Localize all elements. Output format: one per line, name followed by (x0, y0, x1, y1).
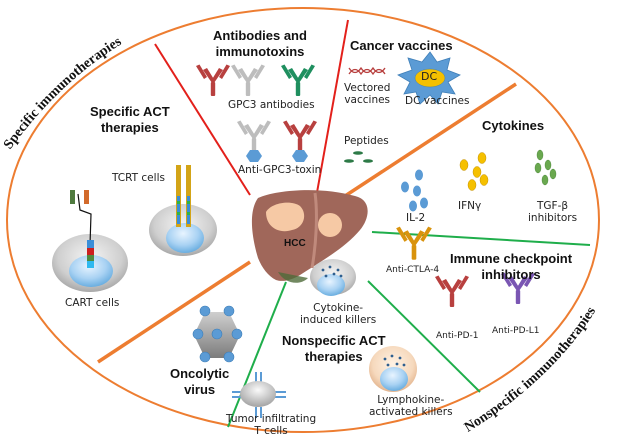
liver-hcc (251, 190, 368, 283)
peptides-label: Peptides (344, 135, 389, 147)
anti-gpc3-toxin-label: Anti-GPC3-toxin (238, 164, 322, 176)
gpc3-antibody-red (196, 64, 230, 96)
cart-label: CART cells (65, 297, 120, 309)
ifn-gamma-icon (459, 152, 489, 191)
gpc3-antibody-gray (231, 64, 265, 96)
outer-arc (6, 7, 600, 433)
tcrt-cell (149, 165, 217, 256)
dna-icon (348, 66, 386, 76)
toxin-antibody-red (283, 120, 317, 162)
specific-act-title: Specific ACT therapies (90, 104, 170, 135)
til-label: Tumor infiltrating T cells (226, 413, 317, 438)
peptides-icon (344, 151, 373, 163)
green-divider-lower-right (367, 280, 481, 393)
orange-divider-left (97, 260, 251, 364)
dc-star-icon (397, 51, 461, 105)
toxin-antibody-gray (237, 120, 271, 162)
cart-cell (52, 190, 128, 292)
hcc-label: HCC (284, 238, 306, 249)
orange-divider-top (344, 82, 517, 198)
gpc3-antibody-green (281, 64, 315, 96)
green-divider-lower-left (227, 281, 287, 428)
dc-vaccines-label: DC vaccines (405, 95, 470, 107)
oncolytic-virus-title: Oncolytic virus (170, 366, 230, 397)
tumor-left (266, 202, 305, 232)
lak-label: Lymphokine- activated killers (369, 394, 453, 419)
til-cell (232, 372, 286, 418)
red-divider-right (315, 19, 349, 199)
tumor-right (318, 213, 342, 237)
tgf-beta-icon (534, 149, 557, 186)
checkpoint-title: Immune checkpoint inhibitors (450, 251, 573, 282)
oncolytic-virus-icon (192, 305, 243, 363)
tcrt-label: TCRT cells (112, 172, 165, 184)
anti-ctla4-antibody (396, 226, 432, 260)
cik-cell (310, 259, 356, 296)
tgf-beta-label: TGF-β inhibitors (528, 200, 578, 225)
arc-label-nonspecific: Nonspecific immunotherapies (462, 304, 599, 435)
antibodies-title: Antibodies and immunotoxins (213, 28, 307, 59)
dc-badge-label: DC (421, 70, 438, 83)
cancer-vaccines-title: Cancer vaccines (350, 38, 453, 53)
anti-pd1-label: Anti-PD-1 (436, 331, 479, 341)
red-divider-left (154, 43, 251, 196)
lak-cell (369, 346, 417, 392)
anti-ctla4-label: Anti-CTLA-4 (386, 265, 440, 275)
cik-label: Cytokine- induced killers (300, 302, 377, 327)
ifn-gamma-label: IFNγ (458, 200, 482, 212)
gpc3-antibodies-label: GPC3 antibodies (228, 99, 315, 111)
nonspecific-act-title: Nonspecific ACT therapies (282, 333, 386, 364)
il2-icon (401, 169, 428, 212)
cytokines-title: Cytokines (482, 118, 545, 133)
anti-pdl1-label: Anti-PD-L1 (492, 326, 540, 336)
il2-label: IL-2 (406, 212, 426, 224)
vectored-vaccines-label: Vectored vaccines (344, 82, 391, 107)
